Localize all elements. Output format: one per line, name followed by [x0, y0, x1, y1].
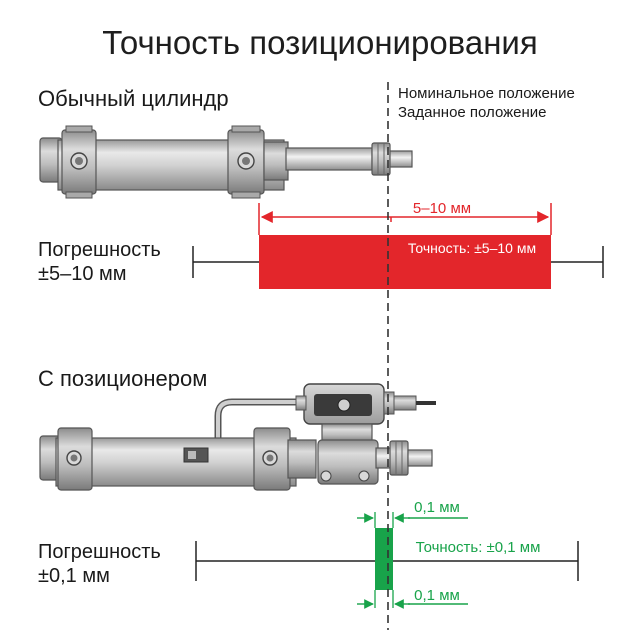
nominal-position-label: Номинальное положение: [398, 85, 575, 102]
standard-error-title: Погрешность: [38, 239, 161, 261]
standard-error-scale: [192, 203, 604, 289]
page-title: Точность позиционирования: [102, 24, 538, 61]
standard-cylinder-heading: Обычный цилиндр: [38, 86, 229, 111]
positioner-error-scale: [195, 512, 579, 609]
standard-error-label: Погрешность ±5–10 мм: [38, 238, 161, 286]
positioner-accuracy-text: Точность: ±0,1 мм: [416, 539, 541, 556]
positioner-error-title: Погрешность: [38, 541, 161, 563]
set-position-label: Заданное положение: [398, 104, 547, 121]
positioner-error-label: Погрешность ±0,1 мм: [38, 540, 161, 588]
pneumatic-cylinder-icon: [39, 125, 413, 199]
cylinder-with-positioner-icon: [39, 383, 436, 491]
positioner-error-value: ±0,1 мм: [38, 565, 110, 587]
positioner-dim-bottom-label: 0,1 мм: [414, 587, 460, 604]
positioner-heading: С позиционером: [38, 366, 208, 391]
positioner-accuracy-band: [375, 528, 393, 590]
standard-accuracy-text: Точность: ±5–10 мм: [408, 240, 536, 256]
standard-dimension-label: 5–10 мм: [413, 200, 471, 217]
positioner-dim-top-label: 0,1 мм: [414, 499, 460, 516]
standard-error-value: ±5–10 мм: [38, 263, 127, 285]
standard-accuracy-band: [259, 235, 551, 289]
